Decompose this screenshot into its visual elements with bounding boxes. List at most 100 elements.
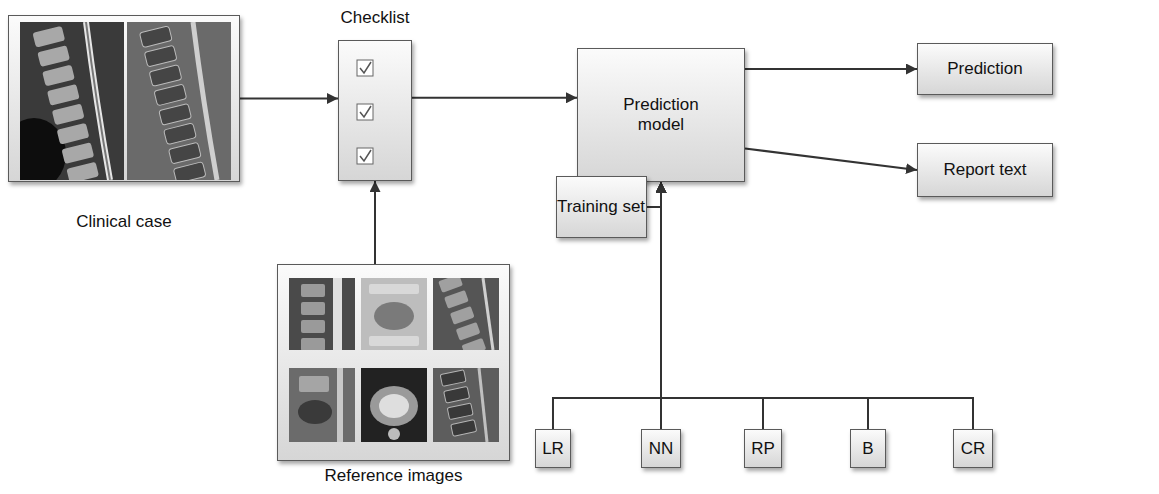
output-box: Prediction <box>917 43 1053 95</box>
vertebra-column <box>440 370 477 437</box>
spinal-cord <box>193 22 217 180</box>
reference-thumbnail <box>433 274 499 357</box>
flow-arrow <box>745 149 917 171</box>
reference-thumbnail <box>361 278 427 350</box>
check-box <box>357 148 373 164</box>
panel-label: Clinical case <box>76 212 171 232</box>
vertebra <box>451 420 477 437</box>
lesion <box>379 394 409 418</box>
vertebra <box>444 386 470 403</box>
mri-image <box>127 22 231 183</box>
spinal-cord <box>479 368 487 442</box>
bright-strip <box>333 278 342 350</box>
vertebra <box>369 284 419 294</box>
vertebra <box>42 65 75 87</box>
method-box: CR <box>953 429 993 468</box>
vertebra <box>37 45 70 67</box>
method-box: NN <box>641 429 681 468</box>
reference-thumbnail <box>433 368 499 442</box>
flow-arrow <box>661 182 763 429</box>
vertebra <box>139 26 172 48</box>
panel-label: Checklist <box>341 8 410 28</box>
vertebra <box>301 284 325 297</box>
image-ground <box>289 368 355 442</box>
box-label: CR <box>961 439 986 459</box>
vertebra <box>461 338 486 357</box>
flow-arrow <box>661 182 868 429</box>
method-box: RP <box>744 429 783 468</box>
method-box: B <box>850 429 886 468</box>
lesion <box>374 302 414 330</box>
check-mark <box>360 62 371 73</box>
vertebra <box>301 302 325 315</box>
vertebra <box>52 103 85 125</box>
vertebra <box>164 123 197 145</box>
vertebra <box>32 26 65 48</box>
spinal-cord <box>337 368 343 442</box>
image-ground <box>127 22 231 180</box>
panel-label: Reference images <box>325 466 463 486</box>
output-box: Report text <box>917 143 1053 197</box>
box-label: Prediction <box>947 59 1023 79</box>
flow-arrow <box>374 181 376 264</box>
vertebra <box>369 336 419 346</box>
method-box: LR <box>535 429 572 468</box>
reference-thumbnail <box>289 278 355 351</box>
vertebra-column <box>139 26 206 184</box>
vertebra <box>444 290 469 309</box>
vertebra <box>61 142 94 164</box>
flow-arrow <box>661 182 973 429</box>
image-ground <box>361 278 427 350</box>
spinal-cord <box>86 22 110 180</box>
vertebral-body <box>370 386 418 426</box>
model-box: Prediction model <box>577 48 745 182</box>
image-ground <box>433 368 499 442</box>
vertebra <box>144 45 177 67</box>
image-panel: Clinical case <box>8 15 240 182</box>
box-label: B <box>862 439 873 459</box>
image-ground <box>361 368 427 442</box>
vertebra <box>168 142 201 164</box>
image-ground <box>289 278 355 350</box>
box-label: LR <box>542 439 564 459</box>
flow-arrow <box>745 68 917 70</box>
check-box <box>357 104 373 120</box>
image-ground <box>20 22 124 180</box>
vertebra <box>456 322 481 341</box>
box-label: RP <box>751 439 775 459</box>
mri-image <box>2 22 124 190</box>
vertebra-column <box>32 26 99 184</box>
box-label: NN <box>649 439 674 459</box>
vertebra <box>440 370 466 387</box>
flow-arrow <box>240 98 338 100</box>
box-label: Training set <box>557 197 645 217</box>
vertebra <box>66 162 99 184</box>
vertebra <box>173 162 206 184</box>
dark-organ <box>2 118 66 190</box>
flow-arrow <box>647 182 662 207</box>
vertebra <box>149 65 182 87</box>
image-panel: Reference images <box>277 264 510 461</box>
vertebra <box>57 123 90 145</box>
vertebra <box>301 338 325 351</box>
reference-thumbnail <box>361 368 427 442</box>
image-ground <box>433 278 499 350</box>
check-mark <box>360 106 371 117</box>
spinal-cord <box>483 278 493 350</box>
vertebra <box>47 84 80 106</box>
vertebra <box>438 274 463 293</box>
vertebra-column <box>438 274 486 357</box>
flow-arrow <box>412 97 577 99</box>
vertebra <box>159 103 192 125</box>
check-mark <box>360 150 371 161</box>
check-box <box>357 60 373 76</box>
spinal-canal <box>388 428 400 440</box>
box-label: Report text <box>943 160 1026 180</box>
data-box: Training set <box>556 176 647 238</box>
box-label: Prediction model <box>606 95 716 134</box>
vertebra <box>447 403 473 420</box>
vertebra <box>299 376 329 392</box>
reference-thumbnail <box>289 368 355 442</box>
spinal-canal <box>86 22 110 180</box>
